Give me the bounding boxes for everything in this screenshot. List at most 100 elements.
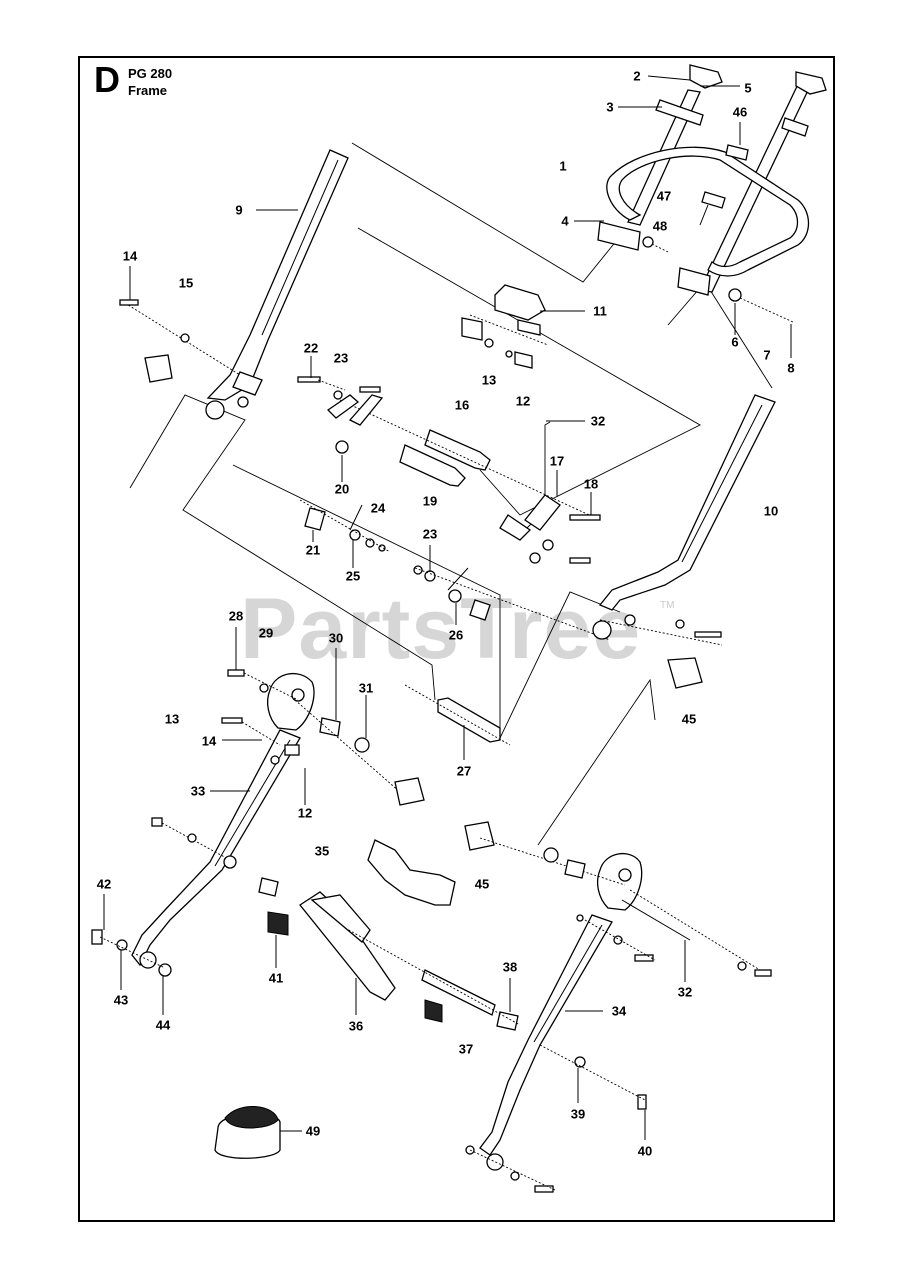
arm-32-upper — [499, 514, 532, 541]
assembly-outline-right-upper — [667, 281, 773, 389]
assembly-outline-middle — [357, 227, 701, 516]
nut-44 — [158, 963, 172, 977]
spacer-41 — [258, 877, 279, 897]
side-plate-right — [597, 852, 643, 911]
cable-guide-pin — [699, 204, 709, 226]
tape-roll-49-top — [224, 1105, 279, 1129]
callout-32-upper: 32 — [590, 413, 606, 429]
bolt-28 — [227, 669, 245, 677]
frame-tube-34-foot — [486, 1153, 504, 1171]
bolt-42-upper — [151, 817, 163, 827]
callout-47: 47 — [656, 188, 672, 204]
washer-26 — [448, 589, 462, 603]
callout-41: 41 — [268, 970, 284, 986]
bolt-axis-32-lower — [629, 889, 769, 976]
callout-44: 44 — [155, 1017, 171, 1033]
frame-tube-9 — [206, 149, 349, 401]
callout-45-upper: 45 — [681, 711, 697, 727]
washer-33 — [187, 833, 197, 843]
washer-39 — [574, 1056, 586, 1068]
washer-34-lower — [510, 1171, 520, 1181]
callout-19: 19 — [422, 493, 438, 509]
nut-34-upper — [576, 914, 584, 922]
bolt-40 — [637, 1094, 647, 1110]
callout-6: 6 — [731, 334, 739, 350]
callout-26: 26 — [448, 627, 464, 643]
rod-27-axis — [404, 684, 511, 746]
callout-40: 40 — [637, 1143, 653, 1159]
lever-36 — [299, 891, 396, 1001]
bolt-14-lower — [221, 717, 243, 724]
frame-tube-9-inner — [261, 159, 339, 336]
frame-tube-34 — [479, 914, 613, 1156]
assembly-outline-upper — [351, 142, 618, 283]
cover-35 — [367, 839, 456, 906]
callout-30: 30 — [328, 630, 344, 646]
spacer-30 — [319, 717, 341, 737]
bolt-42 — [91, 929, 103, 945]
callout-15: 15 — [178, 275, 194, 291]
bolt-axis-14-lower — [241, 721, 281, 746]
bracket-11-lower — [517, 319, 541, 336]
washer-34-upper — [613, 935, 623, 945]
bolt-axis-8 — [739, 297, 794, 323]
washer-48 — [642, 236, 654, 248]
callout-7: 7 — [763, 347, 771, 363]
callout-14-upper: 14 — [122, 248, 138, 264]
callout-13-upper: 13 — [481, 372, 497, 388]
washer-23 — [333, 390, 343, 400]
handle-clamp-right — [677, 267, 711, 296]
callout-23-lower: 23 — [422, 526, 438, 542]
nut-23-lower — [413, 565, 423, 575]
bolt-axis-14-upper — [124, 302, 241, 376]
callout-35: 35 — [314, 843, 330, 859]
bolt-axis-10 — [599, 619, 723, 646]
callout-16: 16 — [454, 397, 470, 413]
frame-tube-10 — [598, 394, 776, 611]
knob-41 — [267, 911, 289, 936]
callout-24: 24 — [370, 500, 386, 516]
bolt-18 — [569, 514, 601, 521]
handle-bar-loop — [606, 146, 810, 277]
washer-25 — [349, 529, 361, 541]
shaft-axis-37 — [344, 927, 521, 1026]
assembly-outline-lower — [537, 678, 656, 846]
side-plate-29-hub — [291, 688, 305, 702]
callout-32-lower: 32 — [677, 984, 693, 1000]
callout-39: 39 — [570, 1106, 586, 1122]
callout-48: 48 — [652, 218, 668, 234]
arm-22 — [326, 394, 360, 419]
bolt-axis-48 — [651, 243, 669, 253]
section-letter: D — [94, 59, 120, 100]
bolt-32 — [754, 969, 772, 977]
callout-1: 1 — [559, 158, 567, 174]
washer-31 — [354, 737, 370, 753]
nut-12-upper — [505, 350, 513, 358]
rod-27 — [437, 697, 501, 743]
block-12-upper — [514, 351, 533, 369]
washer-19 — [529, 552, 541, 564]
arm-17 — [524, 494, 561, 531]
bolt-axis-40 — [539, 1044, 646, 1101]
callout-13-lower: 13 — [164, 711, 180, 727]
spacer-21 — [304, 507, 326, 531]
bolt-14-upper — [119, 299, 139, 306]
wheel-bracket-45-left — [394, 777, 425, 806]
callout-34: 34 — [611, 1003, 627, 1019]
callout-38: 38 — [502, 959, 518, 975]
bolt-axis-42 — [99, 936, 166, 969]
callout-23-upper: 23 — [333, 350, 349, 366]
callout-28: 28 — [228, 608, 244, 624]
callout-18: 18 — [583, 476, 599, 492]
callout-49: 49 — [305, 1123, 321, 1139]
sleeve-19 — [399, 444, 466, 487]
callout-4: 4 — [561, 213, 569, 229]
leader-2 — [647, 75, 691, 81]
callout-12-upper: 12 — [515, 393, 531, 409]
frame-tube-34-inner — [533, 924, 603, 1043]
sleeve-38 — [496, 1011, 519, 1031]
callout-17: 17 — [549, 453, 565, 469]
callout-14-lower: 14 — [201, 733, 217, 749]
nut-12-lower — [270, 755, 280, 765]
frame-tube-10-inner — [681, 404, 763, 563]
